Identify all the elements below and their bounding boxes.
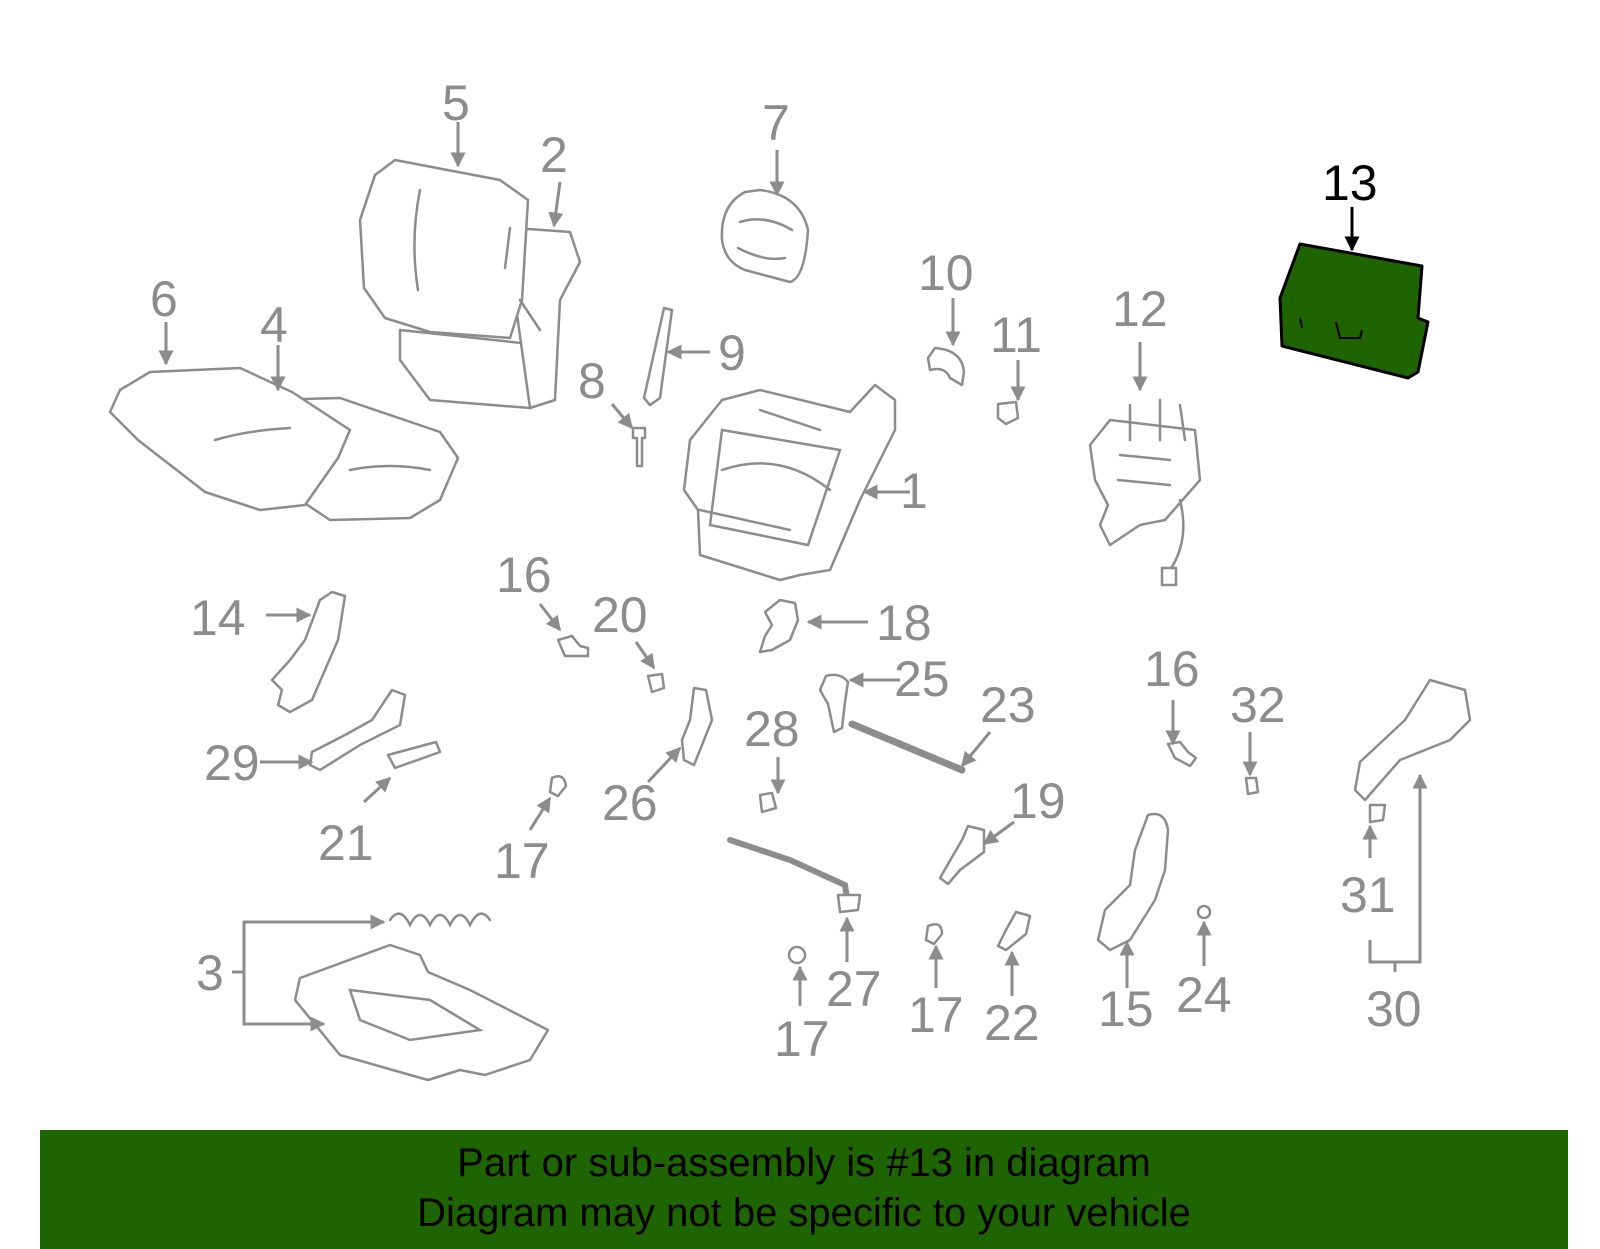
callout-28: 28 xyxy=(744,701,800,757)
callout-17-b: 17 xyxy=(774,1011,830,1067)
callout-23: 23 xyxy=(980,677,1036,733)
callout-21: 21 xyxy=(318,815,374,871)
trim-part-29 xyxy=(308,688,442,772)
bolt-part-16-left xyxy=(556,634,666,694)
selected-part-13 xyxy=(1278,242,1430,380)
callout-17-a: 17 xyxy=(494,833,550,889)
callout-19: 19 xyxy=(1010,773,1066,829)
seat-cushion-part xyxy=(108,366,460,522)
latch-part-26 xyxy=(680,686,778,814)
side-trim-part-30 xyxy=(1353,678,1472,824)
callout-31: 31 xyxy=(1340,867,1396,923)
part-number-labels: 1 2 3 4 5 6 7 8 9 10 11 12 13 14 15 16 1… xyxy=(150,75,1422,1067)
callout-17-c: 17 xyxy=(908,987,964,1043)
seat-frame-part xyxy=(682,383,897,582)
bracket-part-18 xyxy=(758,598,800,654)
callout-29: 29 xyxy=(204,735,260,791)
callout-6: 6 xyxy=(150,271,178,327)
cushion-frame-part-3 xyxy=(293,912,550,1082)
callout-25: 25 xyxy=(894,651,950,707)
bracket-part-14 xyxy=(270,590,347,714)
callout-18: 18 xyxy=(876,595,932,651)
info-banner: Part or sub-assembly is #13 in diagram D… xyxy=(40,1130,1568,1249)
callout-7: 7 xyxy=(762,95,790,151)
clip-part xyxy=(926,346,1020,426)
callout-26: 26 xyxy=(602,775,658,831)
cover-part-15 xyxy=(1096,812,1212,952)
callout-10: 10 xyxy=(918,245,974,301)
callout-11: 11 xyxy=(990,307,1042,363)
callout-27: 27 xyxy=(826,961,882,1017)
link-part-25 xyxy=(818,673,966,774)
seat-back-part xyxy=(358,158,582,410)
callout-32: 32 xyxy=(1230,677,1286,733)
banner-line-2: Diagram may not be specific to your vehi… xyxy=(417,1191,1191,1235)
parts-diagram: 1 2 3 4 5 6 7 8 9 10 11 12 13 14 15 16 1… xyxy=(108,75,1472,1082)
banner-line-1: Part or sub-assembly is #13 in diagram xyxy=(457,1141,1151,1185)
cable-part-27 xyxy=(727,837,862,914)
callout-3: 3 xyxy=(196,945,224,1001)
guide-part xyxy=(631,306,674,468)
callout-9: 9 xyxy=(718,325,746,381)
callout-30: 30 xyxy=(1366,981,1422,1037)
recliner-part xyxy=(1088,398,1202,587)
callout-4: 4 xyxy=(260,297,288,353)
callout-8: 8 xyxy=(578,353,606,409)
clip-part-17 xyxy=(548,775,944,965)
callout-2: 2 xyxy=(540,127,568,183)
callout-15: 15 xyxy=(1098,981,1154,1037)
bolt-part-16-right xyxy=(1166,740,1260,796)
callout-13: 13 xyxy=(1322,155,1378,211)
callout-1: 1 xyxy=(900,463,928,519)
callout-16-left: 16 xyxy=(496,547,552,603)
callout-22: 22 xyxy=(984,995,1040,1051)
callout-5: 5 xyxy=(442,75,470,131)
callout-14: 14 xyxy=(190,590,246,646)
callout-12: 12 xyxy=(1112,281,1168,337)
callout-16-right: 16 xyxy=(1144,641,1200,697)
callout-20: 20 xyxy=(592,587,648,643)
leader-arrows xyxy=(158,122,1428,1032)
callout-24: 24 xyxy=(1176,967,1232,1023)
headrest-part xyxy=(720,188,810,284)
